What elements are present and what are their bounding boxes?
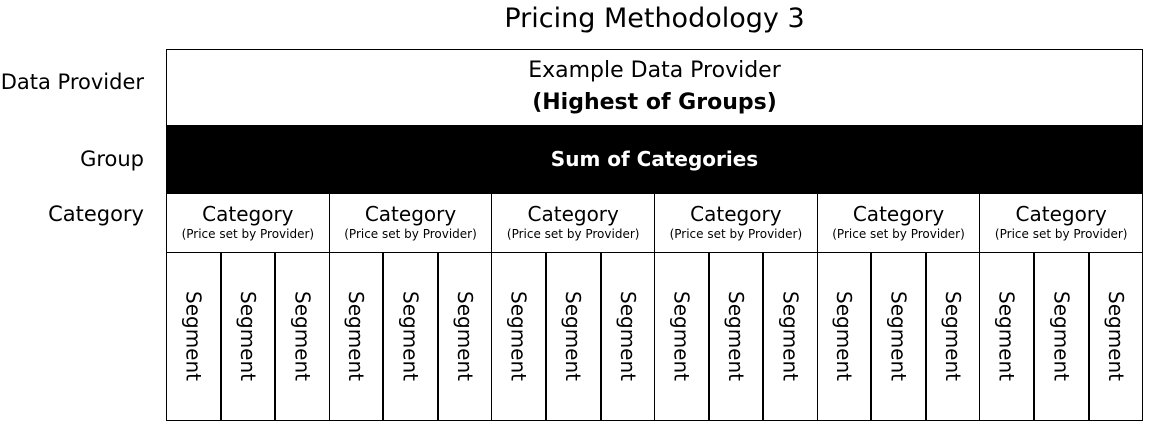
category-name: Category [1015,202,1107,226]
group-pricing-rule: Sum of Categories [550,147,759,171]
category-price-note: (Price set by Provider) [344,227,477,241]
segment-label: Segment [778,291,803,381]
data-provider-box: Example Data Provider (Highest of Groups… [167,50,1142,125]
segment-row: Segment Segment Segment Segment Segment Segme… [167,253,1142,420]
segment-label: Segment [723,291,748,381]
segment-box: Segment [330,253,385,420]
category-box: Category(Price set by Provider) [492,194,656,252]
category-price-note: (Price set by Provider) [832,227,965,241]
category-row: Category(Price set by Provider)Category(… [167,194,1142,253]
category-box: Category(Price set by Provider) [980,194,1142,252]
category-box: Category(Price set by Provider) [655,194,818,252]
segment-box: Segment [439,253,493,420]
segment-label: Segment [290,291,315,381]
segment-box: Segment [1090,253,1143,420]
segment-label: Segment [398,291,423,381]
row-label-data-provider: Data Provider [0,70,144,94]
segment-box: Segment [980,253,1035,420]
segment-box: Segment [818,253,873,420]
segment-label: Segment [941,291,966,381]
category-name: Category [852,202,945,226]
segment-box: Segment [167,253,222,420]
segment-label: Segment [615,291,640,381]
segment-box: Segment [1035,253,1090,420]
segment-label: Segment [832,291,857,381]
row-label-group: Group [80,147,144,171]
segment-box: Segment [655,253,710,420]
segment-box: Segment [927,253,981,420]
row-label-category: Category [48,202,144,226]
segment-label: Segment [453,291,478,381]
category-price-note: (Price set by Provider) [506,227,640,241]
segment-box: Segment [276,253,330,420]
segment-label: Segment [561,291,586,381]
segment-label: Segment [1049,291,1074,381]
segment-label: Segment [994,291,1019,381]
category-price-note: (Price set by Provider) [181,227,315,241]
group-box: Sum of Categories [167,125,1142,194]
segment-label: Segment [506,291,531,381]
category-name: Category [202,202,294,226]
segment-label: Segment [669,291,694,381]
segment-box: Segment [222,253,277,420]
segment-label: Segment [886,291,911,381]
provider-name: Example Data Provider [528,58,781,83]
segment-box: Segment [872,253,927,420]
category-price-note: (Price set by Provider) [994,227,1128,241]
segment-label: Segment [235,291,260,381]
category-name: Category [527,202,619,226]
category-box: Category(Price set by Provider) [167,194,330,252]
provider-pricing-rule: (Highest of Groups) [532,90,777,115]
segment-box: Segment [547,253,602,420]
category-name: Category [364,202,457,226]
segment-box: Segment [384,253,439,420]
category-box: Category(Price set by Provider) [818,194,981,252]
category-name: Category [690,202,782,226]
segment-box: Segment [764,253,818,420]
pricing-hierarchy-diagram: Example Data Provider (Highest of Groups… [166,49,1143,421]
diagram-title: Pricing Methodology 3 [504,3,805,34]
segment-box: Segment [710,253,765,420]
segment-label: Segment [181,291,206,381]
category-box: Category(Price set by Provider) [330,194,493,252]
segment-label: Segment [343,291,368,381]
category-price-note: (Price set by Provider) [669,227,803,241]
segment-box: Segment [602,253,656,420]
segment-label: Segment [1103,291,1128,381]
segment-box: Segment [492,253,547,420]
